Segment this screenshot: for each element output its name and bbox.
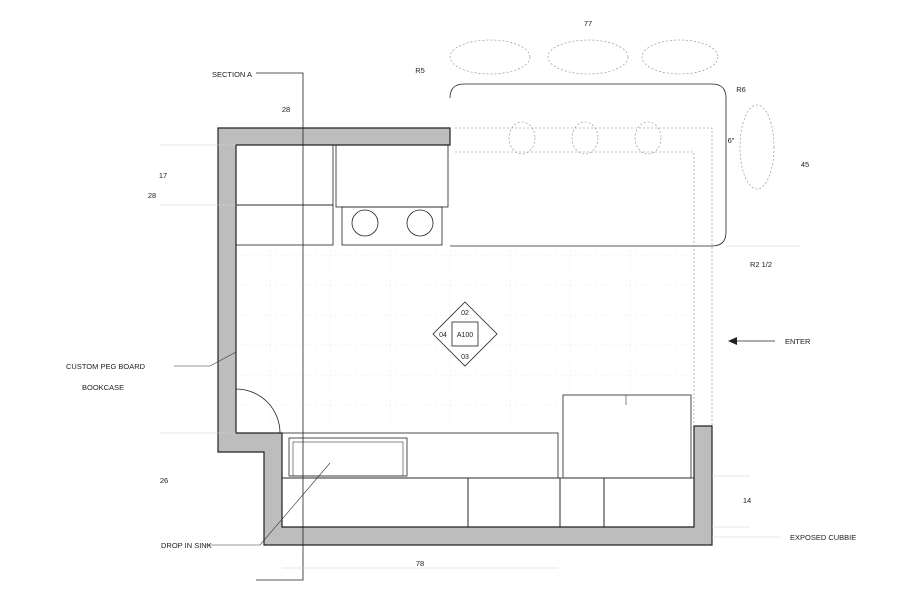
sink [288, 437, 408, 477]
stool-1 [508, 121, 536, 155]
elevation-tag-center: A100 [457, 332, 473, 339]
dim-r5: R5 [415, 66, 425, 75]
section-a-line [256, 72, 304, 581]
sink-basin [292, 441, 404, 477]
base-cabinet-2 [467, 477, 561, 528]
table-oval-2 [547, 39, 629, 75]
table-oval-4 [739, 104, 775, 190]
banquette-bench [449, 83, 727, 247]
dim-28-top: 28 [282, 105, 290, 114]
upper-cabinet-left [235, 144, 334, 206]
dim-45: 45 [801, 160, 809, 169]
dim-r6: R6 [736, 85, 746, 94]
elevation-tag: 02 A100 04 03 [432, 301, 498, 367]
sink-label: DROP IN SINK [161, 541, 212, 550]
dim-77: 77 [584, 19, 592, 28]
base-cabinet-4 [603, 477, 695, 528]
dim-17: 17 [159, 171, 167, 180]
burner-left [351, 209, 379, 237]
dim-14: 14 [743, 496, 751, 505]
section-a-label: SECTION A [212, 70, 252, 79]
upper-cabinet-right [335, 144, 449, 208]
elevation-tag-left: 04 [439, 332, 447, 339]
dim-28-left: 28 [148, 191, 156, 200]
burner-right [406, 209, 434, 237]
dim-r2-half: R2 1/2 [750, 260, 772, 269]
elevation-tag-bottom: 03 [461, 354, 469, 361]
sink-leader [205, 462, 331, 546]
fridge-unit [562, 394, 692, 479]
dim-78: 78 [416, 559, 424, 568]
base-cabinet-3 [559, 477, 605, 528]
stool-2 [571, 121, 599, 155]
banquette-seat-line [455, 151, 695, 426]
floor-grid [240, 250, 690, 430]
enter-arrowhead [728, 337, 737, 345]
base-cabinet-1 [281, 477, 469, 528]
elevation-tag-top: 02 [461, 310, 469, 317]
stool-3 [634, 121, 662, 155]
stovetop [341, 206, 443, 246]
upper-cabinet-mid [235, 204, 334, 246]
dim-6in: 6" [728, 136, 735, 145]
banquette-inner [455, 127, 713, 426]
door-swing [235, 388, 281, 434]
enter-label: ENTER [785, 337, 811, 346]
bookcase-label: BOOKCASE [82, 383, 124, 392]
cubbie-label: EXPOSED CUBBIE [790, 533, 856, 542]
table-oval-3 [641, 39, 719, 75]
counter-run [281, 432, 559, 479]
peg-board-leader [174, 351, 237, 367]
dim-26: 26 [160, 476, 168, 485]
table-oval-1 [449, 39, 531, 75]
peg-board-label: CUSTOM PEG BOARD [66, 362, 146, 371]
